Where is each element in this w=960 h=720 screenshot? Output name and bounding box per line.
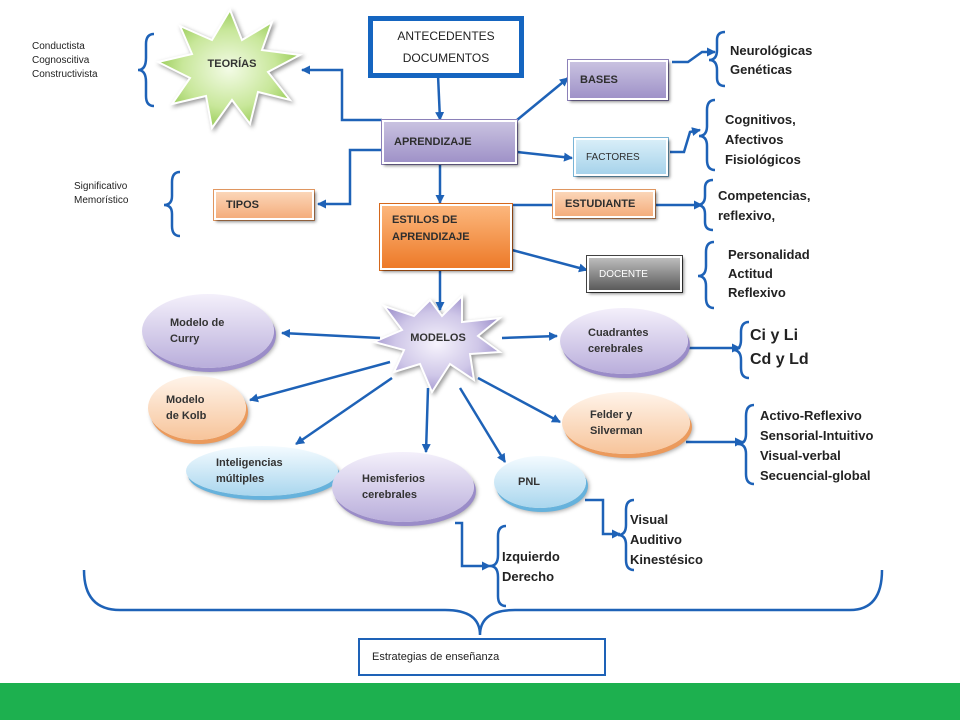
teorias-item: Constructivista bbox=[32, 69, 98, 80]
docente-item: Personalidad bbox=[728, 247, 810, 262]
cuadrantes-list: Ci y Li Cd y Ld bbox=[750, 324, 809, 372]
inteligencias-multiples-node: Inteligencias múltiples bbox=[186, 446, 338, 496]
kolb-label-line2: de Kolb bbox=[166, 410, 207, 422]
felder-silverman-node: Felder y Silverman bbox=[562, 392, 690, 454]
teorias-list: Conductista Cognoscitiva Constructivista bbox=[32, 40, 98, 82]
estrategias-box: Estrategias de enseñanza bbox=[358, 638, 606, 676]
estudiante-list: Competencias, reflexivo, bbox=[718, 186, 810, 226]
estudiante-node: ESTUDIANTE bbox=[553, 190, 655, 218]
footer-bar bbox=[0, 683, 960, 720]
modelos-star bbox=[370, 293, 504, 395]
felder-label-line2: Silverman bbox=[590, 425, 643, 437]
teorias-star bbox=[155, 7, 304, 131]
estudiante-item: Competencias, bbox=[718, 188, 811, 203]
modelos-label: MODELOS bbox=[410, 332, 466, 344]
pnl-item: Auditivo bbox=[630, 532, 682, 547]
cuadrantes-label-line1: Cuadrantes bbox=[588, 327, 649, 339]
inteligencias-label-line2: múltiples bbox=[216, 473, 265, 485]
factores-node: FACTORES bbox=[574, 138, 668, 176]
felder-item: Sensorial-Intuitivo bbox=[760, 428, 874, 443]
cuadrantes-label-line2: cerebrales bbox=[588, 343, 644, 355]
tipos-list: Significativo Memorístico bbox=[74, 180, 128, 208]
estudiante-label: ESTUDIANTE bbox=[565, 198, 636, 210]
aprendizaje-node: APRENDIZAJE bbox=[382, 120, 517, 164]
docente-list: Personalidad Actitud Reflexivo bbox=[728, 245, 810, 302]
tipos-node: TIPOS bbox=[214, 190, 314, 220]
estilos-aprendizaje-node: ESTILOS DE APRENDIZAJE bbox=[380, 204, 512, 270]
hemisferios-label-line1: Hemisferios bbox=[362, 473, 425, 485]
kolb-label-line1: Modelo bbox=[166, 394, 205, 406]
modelo-kolb-node: Modelo de Kolb bbox=[148, 376, 246, 440]
factores-item: Cognitivos, bbox=[725, 112, 796, 127]
bases-label: BASES bbox=[580, 74, 618, 86]
hemisferios-item: Derecho bbox=[502, 569, 555, 584]
docente-item: Reflexivo bbox=[728, 285, 786, 300]
estilos-label-line2: APRENDIZAJE bbox=[392, 231, 470, 243]
documentos-label: DOCUMENTOS bbox=[402, 51, 490, 65]
factores-label: FACTORES bbox=[586, 151, 640, 163]
bases-item: Neurológicas bbox=[730, 43, 813, 58]
docente-item: Actitud bbox=[728, 266, 773, 281]
factores-item: Afectivos bbox=[725, 132, 784, 147]
estrategias-label: Estrategias de enseñanza bbox=[372, 651, 500, 663]
pnl-node: PNL bbox=[494, 456, 586, 508]
hemisferios-list: Izquierdo Derecho bbox=[502, 547, 560, 587]
pnl-item: Kinestésico bbox=[630, 552, 703, 567]
tipos-item: Memorístico bbox=[74, 195, 129, 206]
cuadrantes-item: Ci y Li bbox=[750, 327, 799, 344]
hemisferios-item: Izquierdo bbox=[502, 549, 560, 564]
felder-label-line1: Felder y bbox=[590, 409, 633, 421]
teorias-label: TEORÍAS bbox=[207, 58, 257, 70]
felder-item: Activo-Reflexivo bbox=[760, 408, 862, 423]
estilos-label-line1: ESTILOS DE bbox=[392, 214, 458, 226]
felder-list: Activo-Reflexivo Sensorial-Intuitivo Vis… bbox=[760, 406, 873, 486]
tipos-label: TIPOS bbox=[226, 199, 260, 211]
factores-item: Fisiológicos bbox=[725, 152, 801, 167]
cuadrantes-cerebrales-node: Cuadrantes cerebrales bbox=[560, 308, 688, 374]
aprendizaje-label: APRENDIZAJE bbox=[394, 136, 472, 148]
pnl-label: PNL bbox=[518, 476, 540, 488]
pnl-item: Visual bbox=[630, 512, 669, 527]
bases-list: Neurológicas Genéticas bbox=[730, 41, 812, 79]
teorias-item: Conductista bbox=[32, 41, 85, 52]
cuadrantes-item: Cd y Ld bbox=[750, 351, 809, 368]
felder-item: Secuencial-global bbox=[760, 468, 871, 483]
antecedentes-label: ANTECEDENTES bbox=[397, 29, 495, 43]
docente-node: DOCENTE bbox=[587, 256, 682, 292]
bases-node: BASES bbox=[568, 60, 668, 100]
tipos-item: Significativo bbox=[74, 181, 128, 192]
hemisferios-label-line2: cerebrales bbox=[362, 489, 418, 501]
pnl-list: Visual Auditivo Kinestésico bbox=[630, 510, 703, 570]
estudiante-item: reflexivo, bbox=[718, 208, 776, 223]
curry-label-line2: Curry bbox=[170, 333, 200, 345]
inteligencias-label-line1: Inteligencias bbox=[216, 457, 283, 469]
factores-list: Cognitivos, Afectivos Fisiológicos bbox=[725, 110, 801, 170]
modelo-curry-node: Modelo de Curry bbox=[142, 294, 274, 368]
antecedentes-documentos-box: ANTECEDENTES DOCUMENTOS bbox=[368, 16, 524, 78]
docente-label: DOCENTE bbox=[599, 268, 648, 280]
hemisferios-cerebrales-node: Hemisferios cerebrales bbox=[332, 452, 474, 522]
felder-item: Visual-verbal bbox=[760, 448, 841, 463]
teorias-item: Cognoscitiva bbox=[32, 55, 90, 66]
curry-label-line1: Modelo de bbox=[170, 317, 225, 329]
bases-item: Genéticas bbox=[730, 62, 793, 77]
